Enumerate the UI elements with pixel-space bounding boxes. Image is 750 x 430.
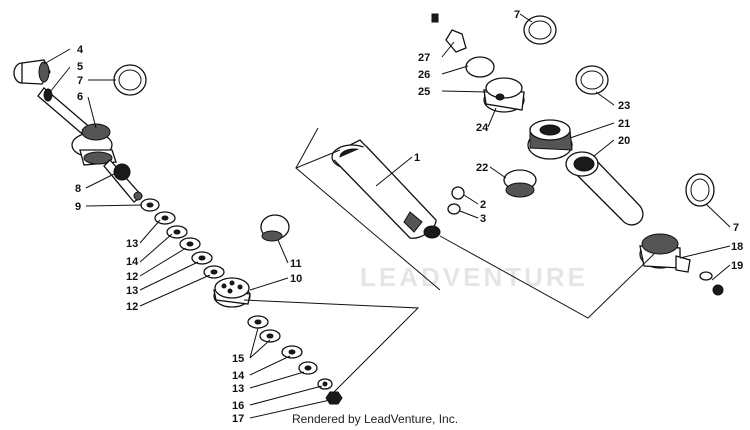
callout-13-c: 13 — [232, 383, 244, 395]
washer-stack-upper — [140, 198, 225, 279]
piston-part — [213, 277, 251, 308]
piston-ring — [260, 214, 290, 242]
o-ring-25 — [465, 56, 495, 78]
callout-11: 11 — [290, 258, 302, 270]
callout-5: 5 — [77, 61, 83, 73]
callout-8: 8 — [75, 183, 81, 195]
callout-22: 22 — [476, 162, 488, 174]
callout-14-a: 14 — [126, 256, 139, 268]
main-body-part — [331, 139, 441, 239]
callout-15: 15 — [232, 353, 244, 365]
valve-core — [431, 13, 439, 23]
callout-numbers: 4 5 7 6 8 9 13 14 12 13 12 11 10 15 14 1… — [75, 9, 743, 425]
screw-19 — [699, 271, 724, 296]
callout-6: 6 — [77, 91, 83, 103]
ring-22 — [503, 169, 537, 198]
callout-19: 19 — [731, 260, 743, 272]
callout-21: 21 — [618, 118, 630, 130]
seal-2 — [451, 186, 465, 200]
leader-lines — [43, 13, 731, 419]
valve-stem — [445, 29, 467, 53]
callout-13-a: 13 — [126, 238, 138, 250]
watermark-text: LEADVENTURE — [360, 262, 589, 292]
reservoir-assembly — [431, 13, 724, 296]
callout-20: 20 — [618, 135, 630, 147]
end-cap — [639, 233, 691, 273]
callout-4: 4 — [77, 44, 84, 56]
callout-23: 23 — [618, 100, 630, 112]
callout-24: 24 — [476, 122, 489, 134]
callout-25: 25 — [418, 86, 430, 98]
callout-7-right: 7 — [733, 222, 739, 234]
floating-piston — [527, 119, 573, 160]
callout-3: 3 — [480, 213, 486, 225]
callout-16: 16 — [232, 400, 244, 412]
callout-1: 1 — [414, 152, 420, 164]
footer-credit: Rendered by LeadVenture, Inc. — [291, 412, 459, 426]
callout-18: 18 — [731, 241, 743, 253]
reservoir-cap — [483, 77, 525, 113]
callout-2: 2 — [480, 199, 486, 211]
callout-7-top: 7 — [514, 9, 520, 21]
lower-shaft — [103, 159, 143, 203]
callout-26: 26 — [418, 69, 430, 81]
assembly-guide-lines — [243, 127, 655, 393]
callout-14-b: 14 — [232, 370, 245, 382]
callout-12-b: 12 — [126, 301, 138, 313]
bushing-part — [13, 59, 51, 85]
callout-12-a: 12 — [126, 271, 138, 283]
shaft-assembly — [13, 59, 343, 405]
seal-3 — [447, 203, 461, 215]
reservoir-tube — [565, 151, 644, 226]
callout-10: 10 — [290, 273, 302, 285]
callout-17: 17 — [232, 413, 244, 425]
callout-7-left: 7 — [77, 75, 83, 87]
callout-9: 9 — [75, 201, 81, 213]
cap-part — [71, 123, 117, 166]
washer-stack-lower — [247, 315, 343, 405]
callout-27: 27 — [418, 52, 430, 64]
callout-13-b: 13 — [126, 285, 138, 297]
